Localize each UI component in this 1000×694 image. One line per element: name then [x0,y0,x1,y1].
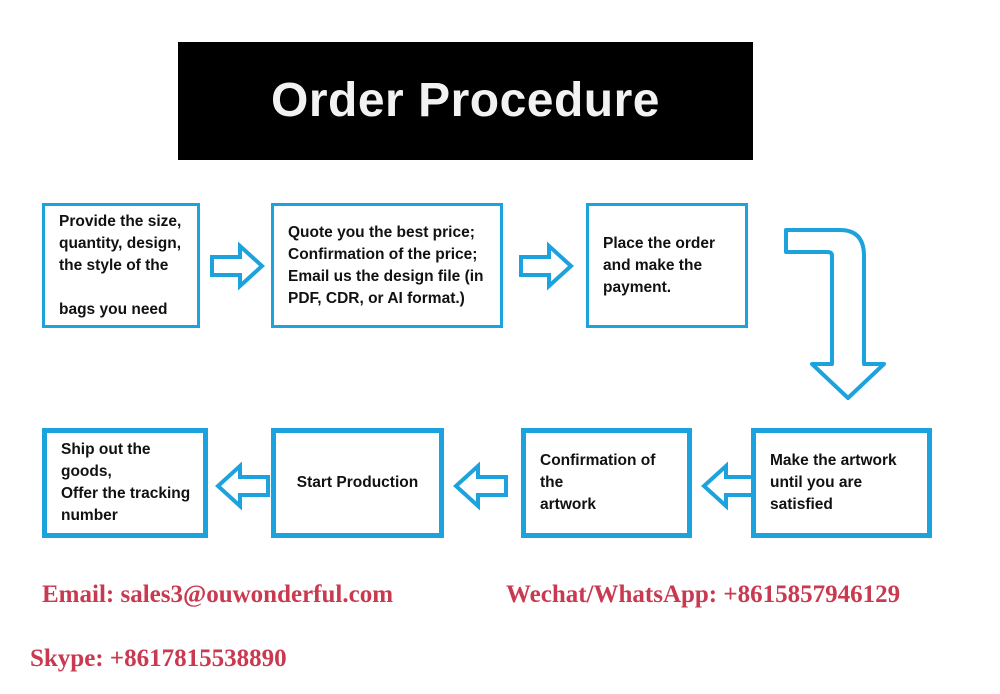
start-production-box: Start Production [271,428,444,538]
arrow-step6-to-step7 [214,461,270,511]
arrow-step5-to-step6 [452,461,508,511]
provide-requirements-text: Provide the size, quantity, design, the … [59,212,182,318]
start-production-text: Start Production [296,474,419,491]
place-order-box: Place the order and make the payment. [586,203,748,328]
place-order-text: Place the order and make the payment. [603,234,715,296]
quote-and-design-box: Quote you the best price; Confirmation o… [271,203,503,328]
skype-contact: Skype: +8617815538890 [30,645,287,672]
ship-goods-box: Ship out the goods, Offer the tracking n… [42,428,208,538]
quote-and-design-text: Quote you the best price; Confirmation o… [288,223,484,307]
title-banner: Order Procedure [178,42,753,160]
arrow-step3-to-step4 [780,222,920,402]
wechat-contact: Wechat/WhatsApp: +8615857946129 [506,581,901,608]
email-contact: Email: sales3@ouwonderful.com [42,581,394,608]
arrow-step4-to-step5 [700,461,756,511]
make-artwork-box: Make the artwork until you are satisfied [751,428,932,538]
arrow-step2-to-step3 [519,241,574,291]
arrow-step1-to-step2 [210,241,265,291]
page-title: Order Procedure [271,74,660,127]
ship-goods-text: Ship out the goods, Offer the tracking n… [61,441,191,524]
provide-requirements-box: Provide the size, quantity, design, the … [42,203,200,328]
confirm-artwork-text: Confirmation of the artwork [540,452,656,513]
confirm-artwork-box: Confirmation of the artwork [521,428,692,538]
make-artwork-text: Make the artwork until you are satisfied [770,452,897,513]
